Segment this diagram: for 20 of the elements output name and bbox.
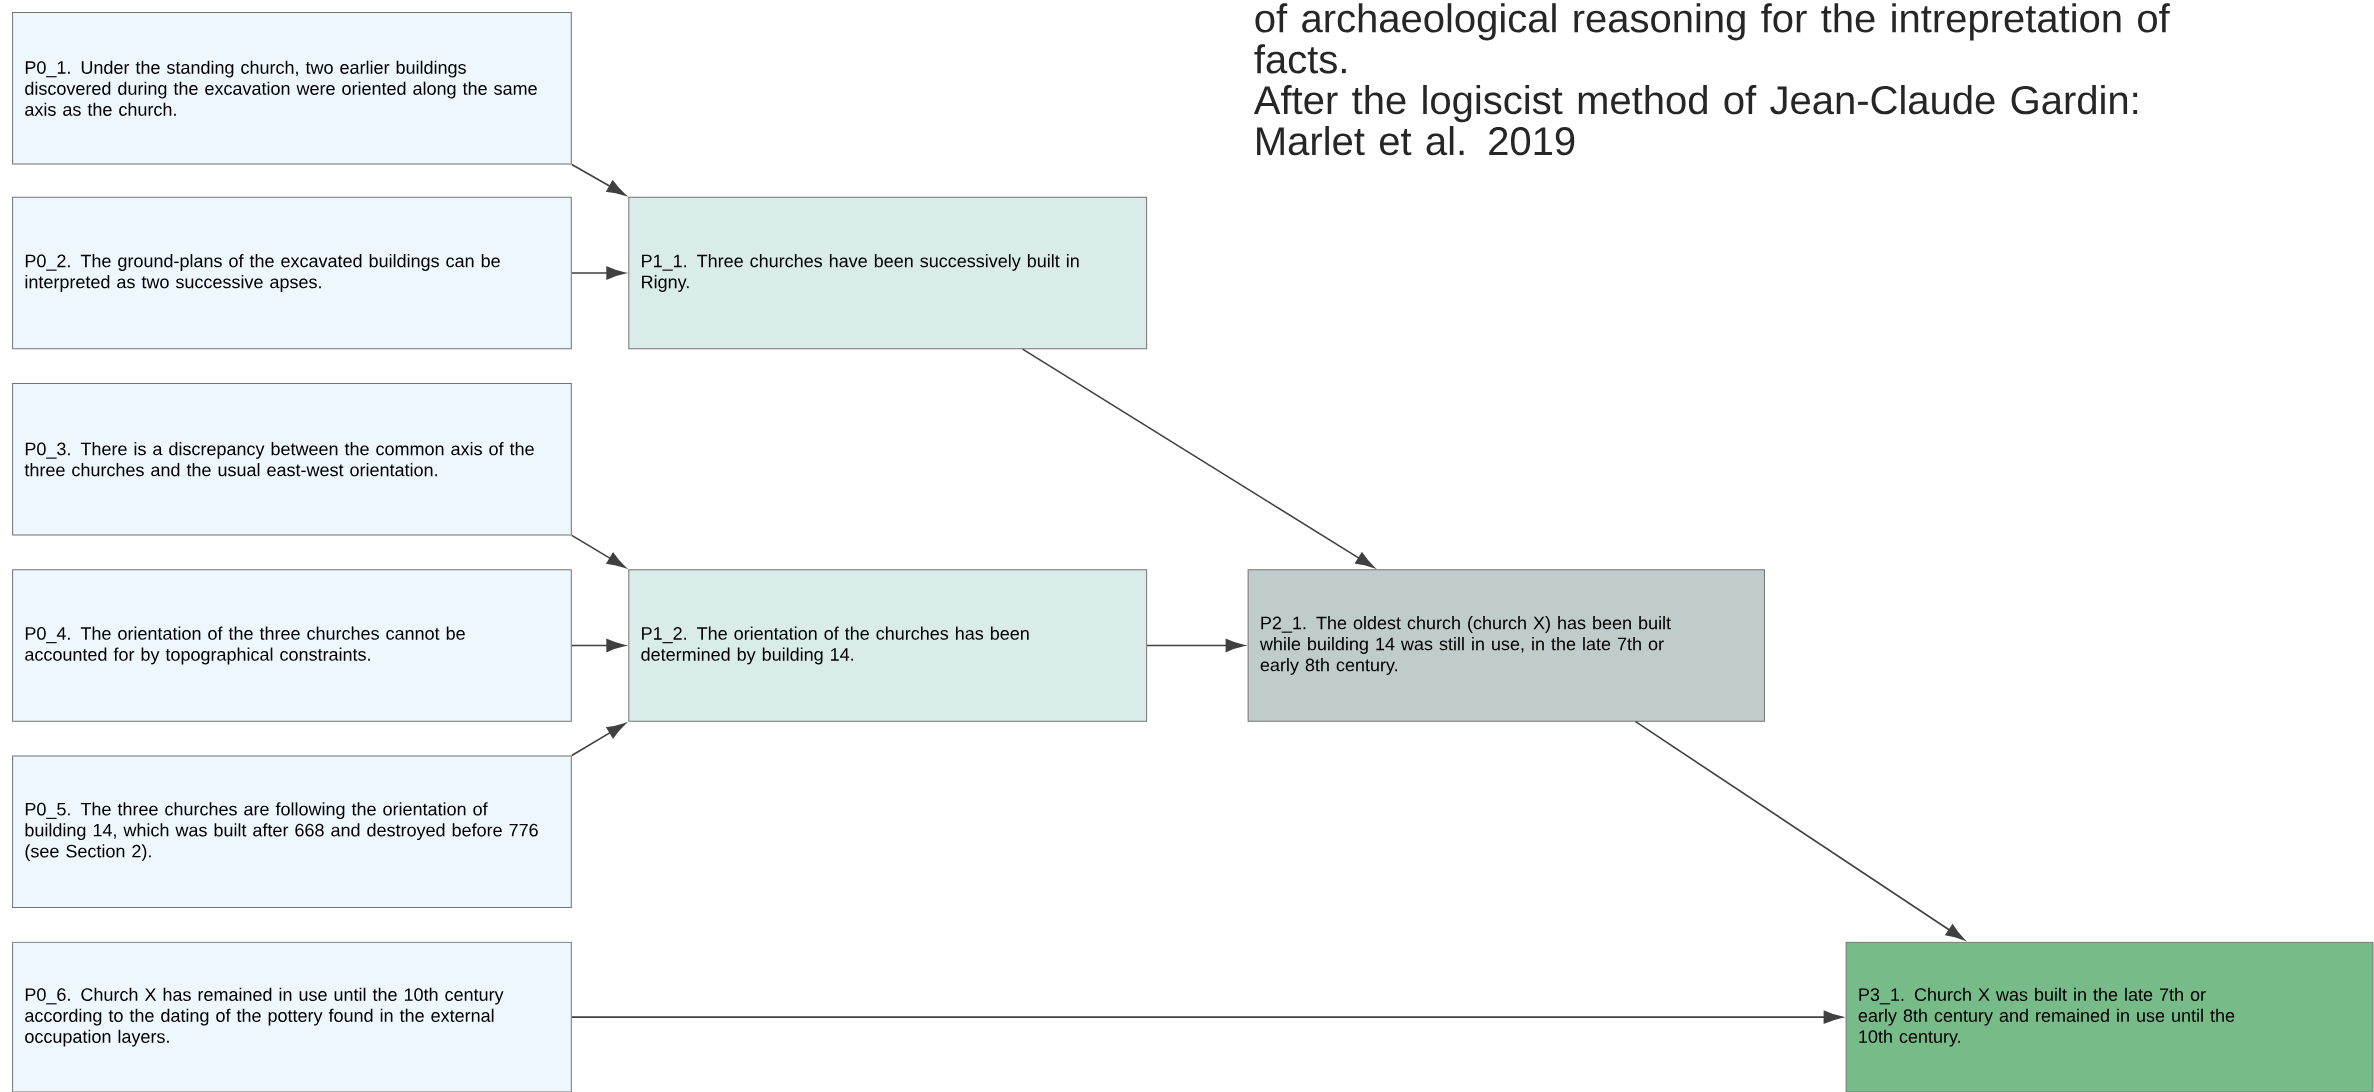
arrow bbox=[571, 534, 626, 569]
arrow bbox=[571, 266, 626, 280]
statement-box: P2_1. The oldest church (church X) has been built while building 14 was still in use, in the late 7th or early 8th century. bbox=[1247, 569, 1765, 722]
arrow bbox=[571, 163, 626, 196]
statement-box: P0_6. Church X has remained in use until the 10th century according to the dating of the pottery found in the external occupation layers. bbox=[12, 941, 572, 1092]
statement-box: P0_1. Under the standing church, two earlier buildings discovered during the excavation were oriented along the same axis as the church. bbox=[12, 12, 572, 165]
statement-box: P0_2. The ground-plans of the excavated buildings can be interpreted as two successive apses. bbox=[12, 196, 572, 350]
arrow bbox=[571, 1010, 1843, 1024]
statement-box: P1_2. The orientation of the churches has been determined by building 14. bbox=[628, 569, 1148, 722]
arrow bbox=[571, 639, 626, 652]
arrow bbox=[1634, 720, 1965, 941]
arrow bbox=[571, 722, 626, 757]
statement-box: P0_5. The three churches are following the orientation of building 14, which was built after 668 and destroyed before 776 (see Section 2). bbox=[12, 755, 572, 908]
statement-box: P3_1. Church X was built in the late 7th or early 8th century and remained in use until the 10th century. bbox=[1845, 941, 2374, 1092]
arrow bbox=[1021, 348, 1375, 569]
statement-box: P1_1. Three churches have been successively built in Rigny. bbox=[628, 196, 1148, 350]
note-text: of archaeological reasoning for the intrepretation of facts. bbox=[1254, 3, 2170, 74]
note-text: After the logiscist method of Jean-Claude Gardin: Marlet et al. 2019 bbox=[1253, 85, 2138, 156]
statement-box: P0_4. The orientation of the three churches cannot be accounted for by topographical constraints. bbox=[12, 569, 572, 722]
statement-box: P0_3. There is a discrepancy between the common axis of the three churches and the usual east-west orientation. bbox=[12, 383, 572, 536]
